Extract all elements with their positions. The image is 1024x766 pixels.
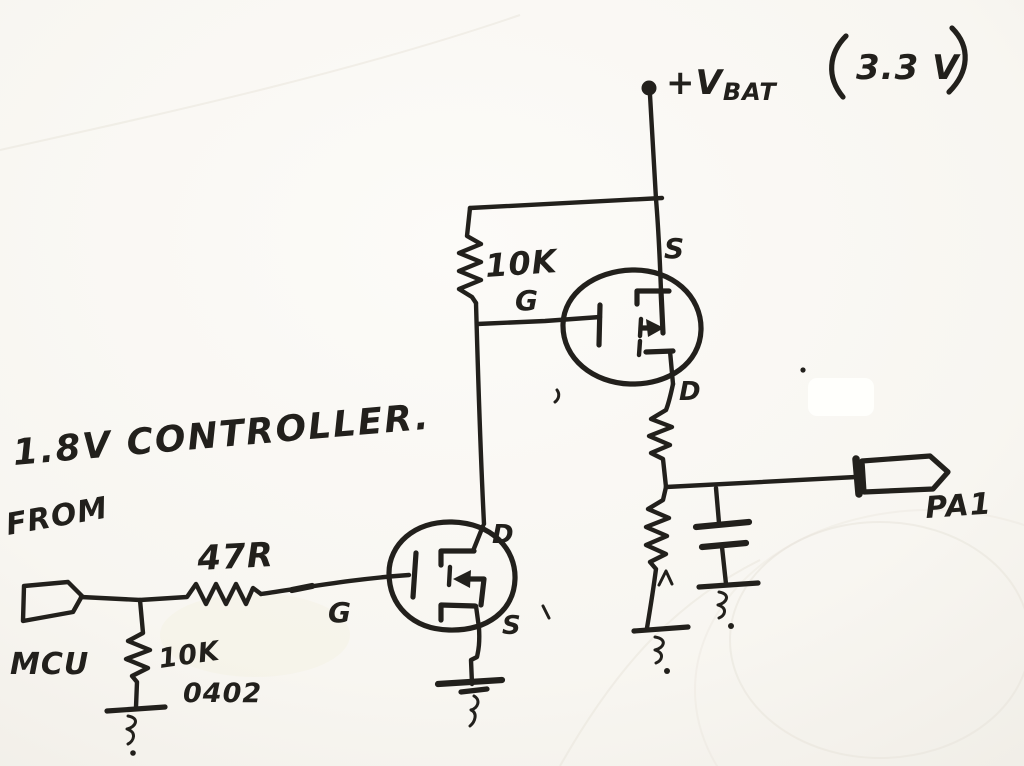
capacitor-plate-top [692, 518, 753, 531]
right-parenthesis [946, 25, 968, 95]
stray-marks [541, 367, 806, 620]
ground-squiggle [125, 714, 137, 746]
vbat-voltage: 3.3 V [856, 48, 961, 88]
pmos-transistor: G S D [474, 196, 704, 407]
paper-smudge [160, 593, 350, 677]
pmos-body-circle [560, 267, 704, 387]
capacitor-plate-bottom [698, 539, 750, 551]
output-series-resistor-zigzag [646, 381, 676, 490]
pa1-tag-tick [852, 455, 863, 498]
capacitor-stem-bottom [719, 544, 729, 587]
pmos-drain-label: D [679, 377, 702, 407]
nmos-source-label: S [502, 611, 522, 641]
pmos-source-label: S [664, 232, 685, 265]
nmos-drain-stub [470, 523, 486, 554]
ground-squiggle [468, 694, 480, 728]
input-pulldown-package: 0402 [183, 678, 262, 709]
pmos-gate-bar [596, 302, 603, 348]
series-resistor-zigzag [78, 581, 264, 607]
pa1-connector-tag [859, 453, 951, 495]
mcu-label: MCU [10, 647, 89, 682]
nmos-source-bar [438, 602, 478, 623]
branch-wire [467, 195, 665, 211]
pen-dot [130, 750, 136, 756]
pmos-drain-stub [667, 348, 676, 387]
pen-tick [541, 604, 551, 620]
nmos-transistor: G D S [328, 519, 522, 687]
pen-dot [800, 367, 806, 373]
nmos-body-bar [466, 576, 487, 608]
input-pulldown: 10K 0402 [104, 597, 262, 756]
wire-overlap-stroke [288, 582, 316, 594]
paper-texture [0, 14, 1024, 766]
ground-squiggle [653, 635, 665, 665]
pmos-body-arrow [646, 319, 664, 337]
capacitor-stem-top [713, 485, 722, 526]
vbat-power-node: +VBAT 3.3 V [641, 25, 968, 202]
nmos-source-ground [434, 676, 506, 728]
pen-dot [664, 668, 670, 674]
ground-bar-long [434, 676, 506, 688]
pmos-source-stub [658, 288, 666, 336]
pmos-drain-tick [636, 338, 643, 358]
pmos-source-wire [653, 196, 664, 294]
pullup-resistor-zigzag [456, 205, 484, 306]
series-resistor-label: 47R [195, 535, 274, 579]
pullup-resistor-10k: 10K [456, 195, 665, 306]
pen-comma [553, 388, 561, 404]
vbat-wire [647, 92, 659, 202]
nmos-body-circle [386, 519, 518, 633]
nmos-body-arrow [453, 570, 471, 588]
pa1-net-label: PA1 [924, 486, 993, 526]
pmos-gate-wire [474, 314, 603, 327]
ground-bar-long [104, 704, 168, 714]
pullup-resistor-label: 10K [484, 242, 560, 285]
output-branch: PA1 [631, 381, 993, 674]
nmos-drain-bar [438, 548, 477, 568]
output-pulldown-zigzag [643, 484, 672, 631]
pmos-source-bar [634, 288, 672, 307]
series-resistor-47r: 47R [78, 535, 412, 607]
output-wire [663, 474, 859, 490]
pa1-connector: PA1 [852, 453, 993, 526]
nmos-body-tick [446, 564, 453, 588]
mcu-connector-tag [20, 579, 85, 624]
vbat-net-label: +VBAT [666, 63, 777, 106]
pen-dot [728, 623, 734, 629]
nmos-gate-feed-wire [258, 572, 412, 597]
ground-bar-long [696, 580, 761, 590]
ground-bar-long [631, 624, 691, 634]
filter-capacitor [692, 485, 761, 629]
ground-bar-short [458, 686, 490, 695]
pen-flick-arrow [657, 569, 674, 587]
nmos-gate-label: G [328, 596, 352, 629]
whiteout-patch [808, 378, 874, 416]
left-parenthesis [829, 33, 849, 100]
nmos-source-wire [468, 603, 482, 687]
pmos-gate-label: G [515, 284, 539, 317]
center-net-wire [473, 300, 487, 527]
ground-squiggle [716, 590, 728, 620]
nmos-drain-label: D [492, 520, 515, 550]
nmos-gate-bar [410, 550, 419, 600]
vbat-node-dot [641, 80, 657, 96]
input-pulldown-zigzag [123, 597, 153, 710]
